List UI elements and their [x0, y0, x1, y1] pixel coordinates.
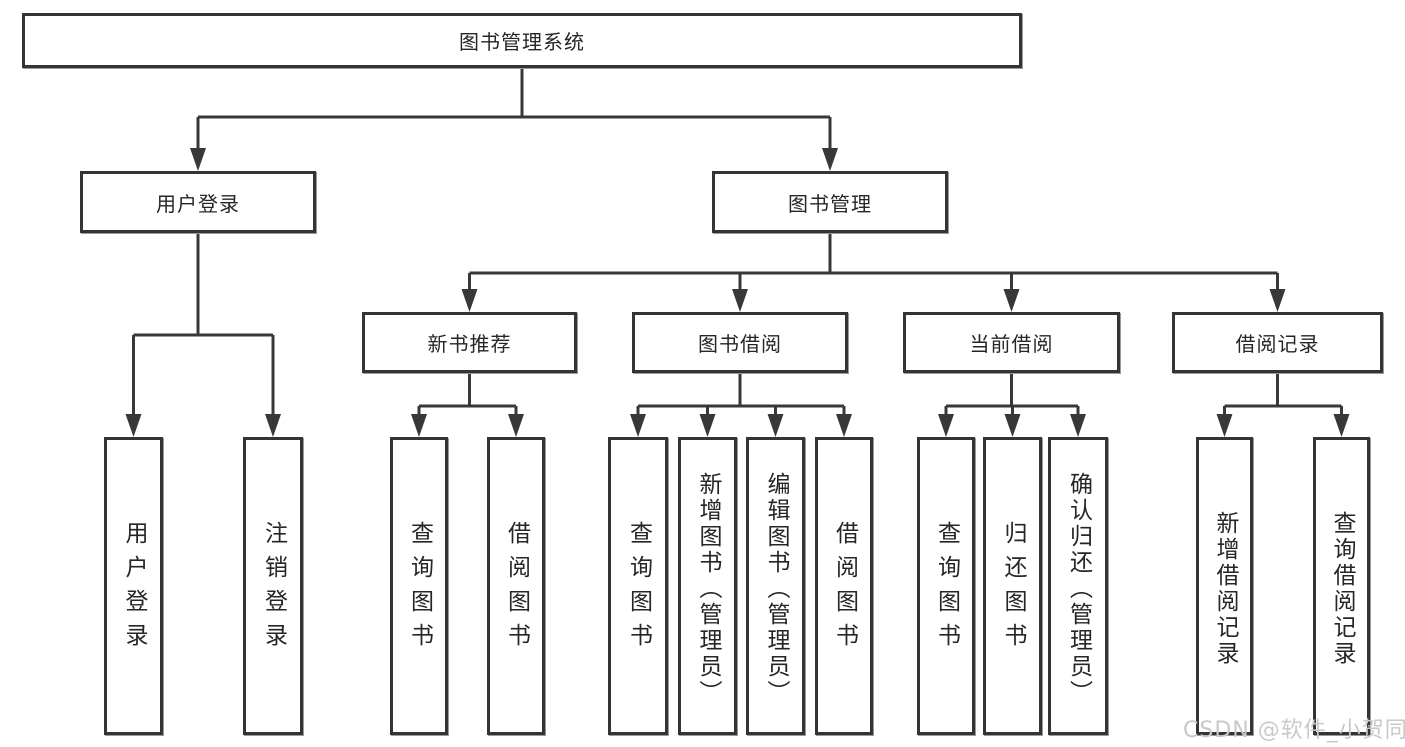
leaf-add-borrow-record: 新增借阅记录: [1196, 437, 1253, 735]
leaf-confirm-return-admin: 确认归还（管理员）: [1048, 437, 1108, 735]
leaf-add-books-admin: 新增图书（管理员）: [678, 437, 737, 735]
connector-book-management-branch: [468, 233, 1279, 291]
node-book-borrow: 图书借阅: [632, 312, 848, 373]
leaf-query-books-borrow: 查询图书: [608, 437, 668, 735]
leaf-logout: 注销登录: [243, 437, 303, 735]
leaf-return-books: 归还图书: [983, 437, 1042, 735]
node-user-login: 用户登录: [80, 171, 316, 233]
leaf-query-borrow-record: 查询借阅记录: [1313, 437, 1370, 735]
leaf-query-books-current: 查询图书: [917, 437, 975, 735]
leaf-edit-books-admin: 编辑图书（管理员）: [746, 437, 805, 735]
leaf-borrow-books-recommend: 借阅图书: [487, 437, 545, 735]
watermark: CSDN @软件_小贺同学: [1183, 718, 1405, 743]
connector-new-book-branch: [417, 373, 518, 416]
node-root-library-system: 图书管理系统: [22, 13, 1022, 68]
node-new-book-recommend: 新书推荐: [362, 312, 577, 373]
leaf-query-books-recommend: 查询图书: [390, 437, 448, 735]
connector-current-borrow-branch: [944, 373, 1080, 416]
connector-user-login-branch: [132, 233, 275, 416]
node-current-borrow: 当前借阅: [903, 312, 1120, 373]
leaf-user-login: 用户登录: [104, 437, 163, 735]
connector-book-borrow-branch: [636, 373, 846, 416]
node-book-management: 图书管理: [712, 171, 948, 233]
leaf-borrow-books: 借阅图书: [815, 437, 873, 735]
connector-root-to-level2: [196, 68, 832, 150]
node-borrow-records: 借阅记录: [1172, 312, 1383, 373]
connector-borrow-record-branch: [1223, 373, 1343, 416]
